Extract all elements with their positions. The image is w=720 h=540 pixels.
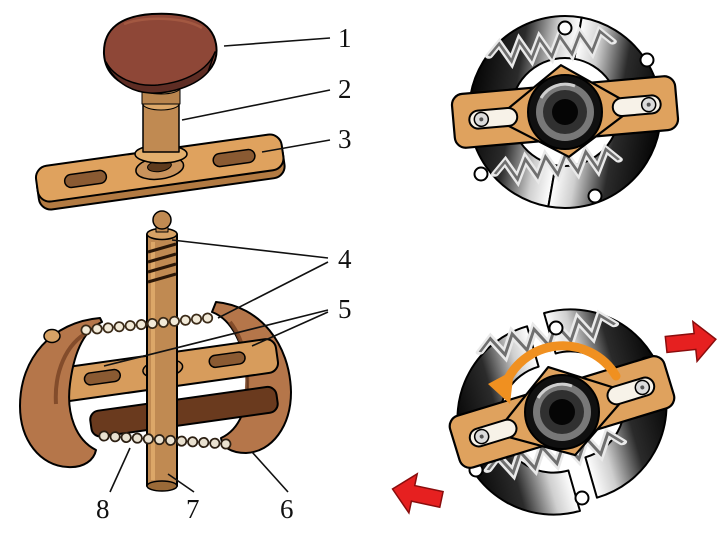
assembled-view-bottom [448, 287, 676, 516]
leader-line [103, 309, 329, 367]
leader-line [171, 239, 329, 259]
callout-label-8: 8 [96, 494, 110, 524]
bushing-part [134, 81, 188, 164]
pivot-pin [587, 188, 603, 204]
lower-spring-chain [98, 430, 232, 450]
governor-shaft-assembly [19, 210, 292, 492]
pivot-pin [473, 166, 489, 182]
knob-part [102, 12, 218, 94]
leader-line [217, 261, 329, 319]
lower-plate-part [89, 385, 279, 438]
assembled-view-top [450, 15, 680, 209]
leader-line [251, 451, 289, 493]
callout-label-7: 7 [186, 494, 200, 524]
pivot-pin [557, 20, 573, 36]
callout-label-3: 3 [338, 124, 352, 154]
callout-label-1: 1 [338, 23, 352, 53]
pivot-pin [574, 490, 590, 506]
callout-label-5: 5 [338, 294, 352, 324]
leader-line [181, 89, 331, 121]
callout-label-6: 6 [280, 494, 294, 524]
leader-line [109, 447, 131, 493]
left-weight-part [19, 317, 103, 469]
hub-part [527, 74, 603, 150]
upper-spring-chain [80, 312, 214, 336]
leader-line [251, 311, 329, 347]
red-arrow-left [391, 472, 444, 515]
hub-part [524, 374, 600, 450]
callout-leader-lines [103, 37, 331, 493]
callout-label-2: 2 [338, 74, 352, 104]
rotation-arc-arrow [488, 341, 621, 404]
leader-line [223, 37, 331, 47]
red-arrow-right [664, 319, 717, 364]
pivot-pin [548, 320, 564, 336]
pivot-pin [639, 52, 655, 68]
shaft-coil-spring [147, 242, 177, 284]
exploded-knob-view [34, 12, 286, 211]
leader-line [261, 139, 331, 153]
callout-label-4: 4 [338, 244, 352, 274]
leader-line [167, 473, 195, 493]
